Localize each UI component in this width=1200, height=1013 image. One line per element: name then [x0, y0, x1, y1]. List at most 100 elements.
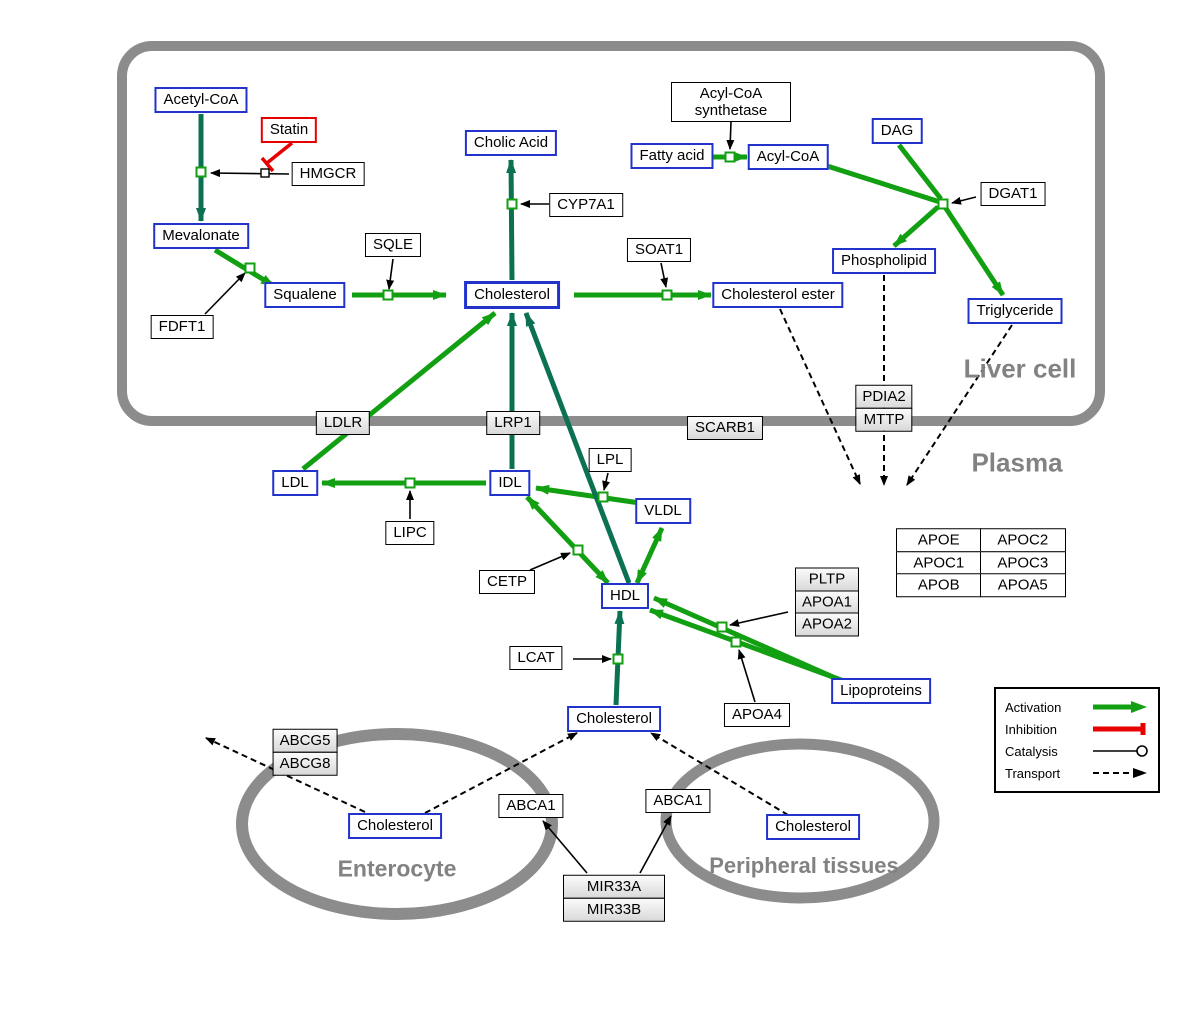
node-abca1-right[interactable]: ABCA1 [645, 789, 711, 813]
legend: Activation Inhibition Catalysis Transpor… [994, 687, 1160, 793]
node-cholesterol-enterocyte[interactable]: Cholesterol [348, 813, 442, 839]
legend-catalysis-label: Catalysis [1005, 743, 1058, 759]
node-apoa1[interactable]: APOA1 [794, 590, 860, 614]
junction-square [244, 262, 256, 274]
node-squalene[interactable]: Squalene [264, 282, 346, 308]
node-mevalonate[interactable]: Mevalonate [153, 223, 249, 249]
edge-apoa4-catalysis [737, 649, 756, 703]
node-dag[interactable]: DAG [871, 118, 923, 144]
edge-soat1-catalysis [660, 262, 669, 288]
junction-square [661, 289, 673, 301]
junction-square [612, 653, 624, 665]
node-vldl[interactable]: VLDL [635, 498, 691, 524]
node-statin[interactable]: Statin [260, 117, 318, 143]
edge-idl-hdl-cetp [525, 495, 610, 585]
node-abcg5-abcg8-complex[interactable]: ABCG5 ABCG8 [272, 728, 338, 776]
node-cholesterol-peripheral[interactable]: Cholesterol [766, 814, 860, 840]
node-cholesterol-liver[interactable]: Cholesterol [464, 281, 560, 309]
catalysis-port-square [260, 168, 270, 178]
node-lrp1[interactable]: LRP1 [486, 411, 540, 435]
node-scarb1[interactable]: SCARB1 [686, 416, 764, 440]
node-apoe[interactable]: APOE [896, 528, 982, 553]
node-fatty-acid[interactable]: Fatty acid [630, 143, 714, 169]
node-hmgcr[interactable]: HMGCR [291, 162, 365, 186]
edge-statin-inhibition [265, 141, 294, 165]
junction-square [506, 198, 518, 210]
activation-symbol-icon [1093, 701, 1147, 713]
edge-lpl-catalysis [602, 472, 610, 491]
legend-inhibition-label: Inhibition [1005, 721, 1058, 737]
edge-hdl-vldl [634, 526, 665, 585]
node-apoc2[interactable]: APOC2 [980, 528, 1066, 553]
junction-square [597, 491, 609, 503]
enterocyte-label: Enterocyte [337, 855, 457, 882]
node-apoa2[interactable]: APOA2 [794, 612, 860, 637]
node-acyl-coa[interactable]: Acyl-CoA [747, 144, 829, 170]
junction-square [724, 151, 736, 163]
node-mir33-complex[interactable]: MIR33A MIR33B [563, 874, 665, 922]
node-lipc[interactable]: LIPC [385, 521, 435, 545]
edge-fdft1-catalysis [204, 272, 246, 315]
node-pltp-apoa-complex[interactable]: PLTP APOA1 APOA2 [794, 567, 860, 637]
legend-transport-label: Transport [1005, 765, 1061, 781]
edge-dag-dgat1-junction [897, 143, 943, 201]
edge-cholesterol-cholicacid [506, 159, 517, 281]
edge-ldl-cholesterol-via-ldlr [301, 311, 497, 471]
node-abcg5[interactable]: ABCG5 [272, 728, 338, 753]
node-cholesterol-ester[interactable]: Cholesterol ester [712, 282, 844, 308]
node-sqle[interactable]: SQLE [364, 233, 422, 257]
node-cetp[interactable]: CETP [478, 570, 536, 594]
node-ldl[interactable]: LDL [272, 470, 318, 496]
enterocyte-outline [236, 728, 558, 920]
edge-cholesterol-enterocyte-plasma-abca1 [424, 732, 578, 814]
node-idl[interactable]: IDL [489, 470, 531, 496]
node-hdl[interactable]: HDL [600, 583, 650, 609]
node-acyl-coa-synthetase[interactable]: Acyl-CoA synthetase [671, 82, 791, 122]
edge-lipoproteins-hdl-lower [649, 607, 853, 687]
node-soat1[interactable]: SOAT1 [626, 238, 692, 262]
node-abcg8[interactable]: ABCG8 [272, 751, 338, 776]
node-triglyceride[interactable]: Triglyceride [967, 298, 1063, 324]
node-lipoproteins[interactable]: Lipoproteins [831, 678, 931, 704]
node-fdft1[interactable]: FDFT1 [150, 315, 214, 339]
node-lcat[interactable]: LCAT [509, 646, 563, 670]
junction-square [730, 636, 742, 648]
node-ldlr[interactable]: LDLR [315, 411, 371, 435]
node-abca1-left[interactable]: ABCA1 [498, 794, 564, 818]
node-mttp[interactable]: MTTP [855, 407, 913, 432]
node-cholesterol-plasma[interactable]: Cholesterol [567, 706, 661, 732]
node-apoc3[interactable]: APOC3 [980, 550, 1066, 575]
node-apoa5[interactable]: APOA5 [980, 573, 1066, 598]
legend-row-activation: Activation [1005, 696, 1149, 718]
junction-square [937, 198, 949, 210]
catalysis-symbol-icon [1093, 745, 1148, 757]
legend-row-inhibition: Inhibition [1005, 718, 1149, 740]
peripheral-tissues-label: Peripheral tissues [709, 853, 899, 878]
node-dgat1[interactable]: DGAT1 [980, 182, 1046, 206]
edge-junction-phospholipid [892, 205, 940, 248]
inhibition-symbol-icon [1093, 723, 1146, 735]
node-acetyl-coa[interactable]: Acetyl-CoA [154, 87, 248, 113]
node-lpl[interactable]: LPL [588, 448, 632, 472]
apolipoprotein-table[interactable]: APOE APOC2 APOC1 APOC3 APOB APOA5 [896, 528, 1066, 598]
node-apoc1[interactable]: APOC1 [896, 550, 982, 575]
node-apoa4[interactable]: APOA4 [723, 703, 791, 727]
legend-activation-label: Activation [1005, 699, 1062, 715]
node-pdia2-mttp-complex[interactable]: PDIA2 MTTP [855, 384, 913, 432]
node-pltp[interactable]: PLTP [794, 567, 860, 592]
node-mir33a[interactable]: MIR33A [563, 874, 665, 899]
node-cholic-acid[interactable]: Cholic Acid [464, 130, 558, 156]
edge-acylcoa-dgat1-junction [823, 162, 941, 205]
plasma-label: Plasma [971, 447, 1063, 478]
node-cyp7a1[interactable]: CYP7A1 [549, 193, 623, 217]
junction-square [195, 166, 207, 178]
node-mir33b[interactable]: MIR33B [563, 897, 665, 922]
edge-apoa1-apoa2-catalysis [729, 611, 789, 627]
node-phospholipid[interactable]: Phospholipid [832, 248, 936, 274]
legend-row-transport: Transport [1005, 762, 1149, 784]
node-pdia2[interactable]: PDIA2 [855, 384, 913, 409]
node-apob[interactable]: APOB [896, 573, 982, 598]
edge-cholesterolester-plasma-transport [779, 308, 861, 485]
edge-triglyceride-plasma-transport [906, 324, 1013, 486]
